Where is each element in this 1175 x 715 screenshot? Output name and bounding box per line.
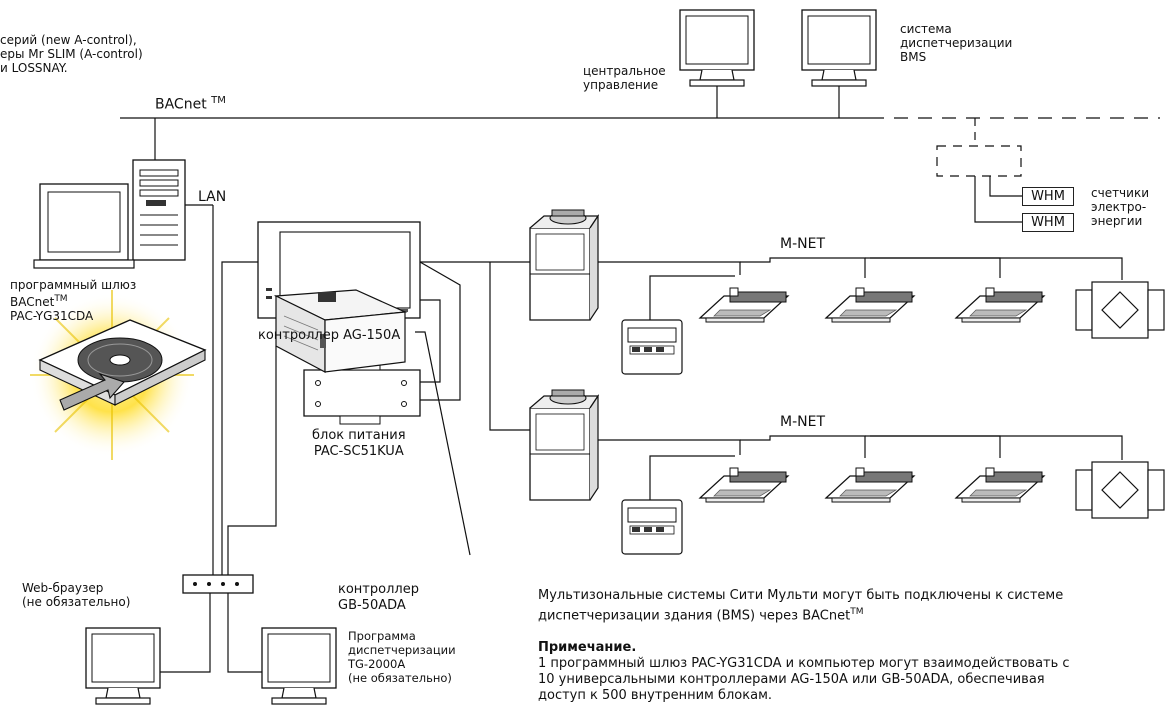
central-control-line1: центральное xyxy=(583,64,666,78)
bacnet-label-tm: TM xyxy=(211,95,226,106)
note-line1: 1 программный шлюз PAC-YG31CDA и компьют… xyxy=(538,656,1070,671)
web-browser-label: Web-браузер (не обязательно) xyxy=(22,581,130,609)
gb50ada-line1: контроллер xyxy=(338,582,419,597)
note-line3: доступ к 500 внутренним блокам. xyxy=(538,688,773,703)
lan-label: LAN xyxy=(198,189,227,205)
web-browser-line1: Web-браузер xyxy=(22,581,104,595)
power-supply-line1: блок питания xyxy=(312,428,406,443)
bms-line1: система xyxy=(900,22,952,36)
tg2000a-label: Программа диспетчеризации TG-2000A (не о… xyxy=(348,629,456,685)
mnet-label-top: M-NET xyxy=(780,236,826,252)
power-supply-label: блок питания PAC-SC51KUA xyxy=(312,428,406,460)
top-left-line1: серий (new A-control), xyxy=(0,33,137,47)
gb50ada-label: контроллер GB-50ADA xyxy=(338,582,419,614)
description-line2-text: диспетчеризации здания (BMS) через BACne… xyxy=(538,608,851,624)
meters-label: счетчики электро- энергии xyxy=(1091,186,1149,228)
description-line1: Мультизональные системы Сити Мульти могу… xyxy=(538,588,1064,603)
bms-label: система диспетчеризации BMS xyxy=(900,22,1012,64)
gb50ada-line2: GB-50ADA xyxy=(338,598,406,613)
meters-line2: электро- xyxy=(1091,200,1147,214)
gateway-line2-text: BACnet xyxy=(10,295,55,309)
central-control-line2: управление xyxy=(583,78,659,92)
top-left-line2: еры Mr SLIM (A-control) xyxy=(0,47,143,61)
meters-line3: энергии xyxy=(1091,214,1143,228)
meters-line1: счетчики xyxy=(1091,186,1149,200)
gateway-line1: программный шлюз xyxy=(10,278,137,292)
central-control-label: центральное управление xyxy=(583,64,666,92)
top-left-line3: и LOSSNAY. xyxy=(0,61,68,75)
bms-line2: диспетчеризации xyxy=(900,36,1013,50)
gateway-line2-tm: TM xyxy=(54,294,68,304)
gateway-line2: BACnetTM xyxy=(10,292,136,309)
description-line2-tm: TM xyxy=(850,607,864,617)
description: Мультизональные системы Сити Мульти могу… xyxy=(538,588,1063,624)
note-title: Примечание. xyxy=(538,640,637,655)
power-supply-line2: PAC-SC51KUA xyxy=(313,444,404,459)
ag150a-label: контроллер AG-150A xyxy=(258,328,401,343)
whm-meter-2: WHM xyxy=(1022,213,1074,232)
tg2000a-line3: TG-2000A xyxy=(348,657,406,671)
bms-line3: BMS xyxy=(900,50,927,64)
gateway-label: программный шлюз BACnetTM PAC-YG31CDA xyxy=(10,278,136,323)
tg2000a-line2: диспетчеризации xyxy=(348,643,456,657)
bacnet-label-text: BACnet xyxy=(155,96,207,113)
note-line2: 10 универсальными контроллерами AG-150A … xyxy=(538,672,1045,687)
tg2000a-line4: (не обязательно) xyxy=(348,671,452,685)
web-browser-line2: (не обязательно) xyxy=(22,595,131,609)
note: Примечание. 1 программный шлюз PAC-YG31C… xyxy=(538,640,1070,704)
mnet-label-bottom: M-NET xyxy=(780,414,826,430)
whm-meter-1: WHM xyxy=(1022,187,1074,206)
tg2000a-line1: Программа xyxy=(348,629,416,643)
top-left-note: серий (new A-control), еры Mr SLIM (A-co… xyxy=(0,33,143,75)
description-line2: диспетчеризации здания (BMS) через BACne… xyxy=(538,604,1063,624)
bacnet-label: BACnet TM xyxy=(155,92,226,114)
gateway-line3: PAC-YG31CDA xyxy=(10,309,94,323)
